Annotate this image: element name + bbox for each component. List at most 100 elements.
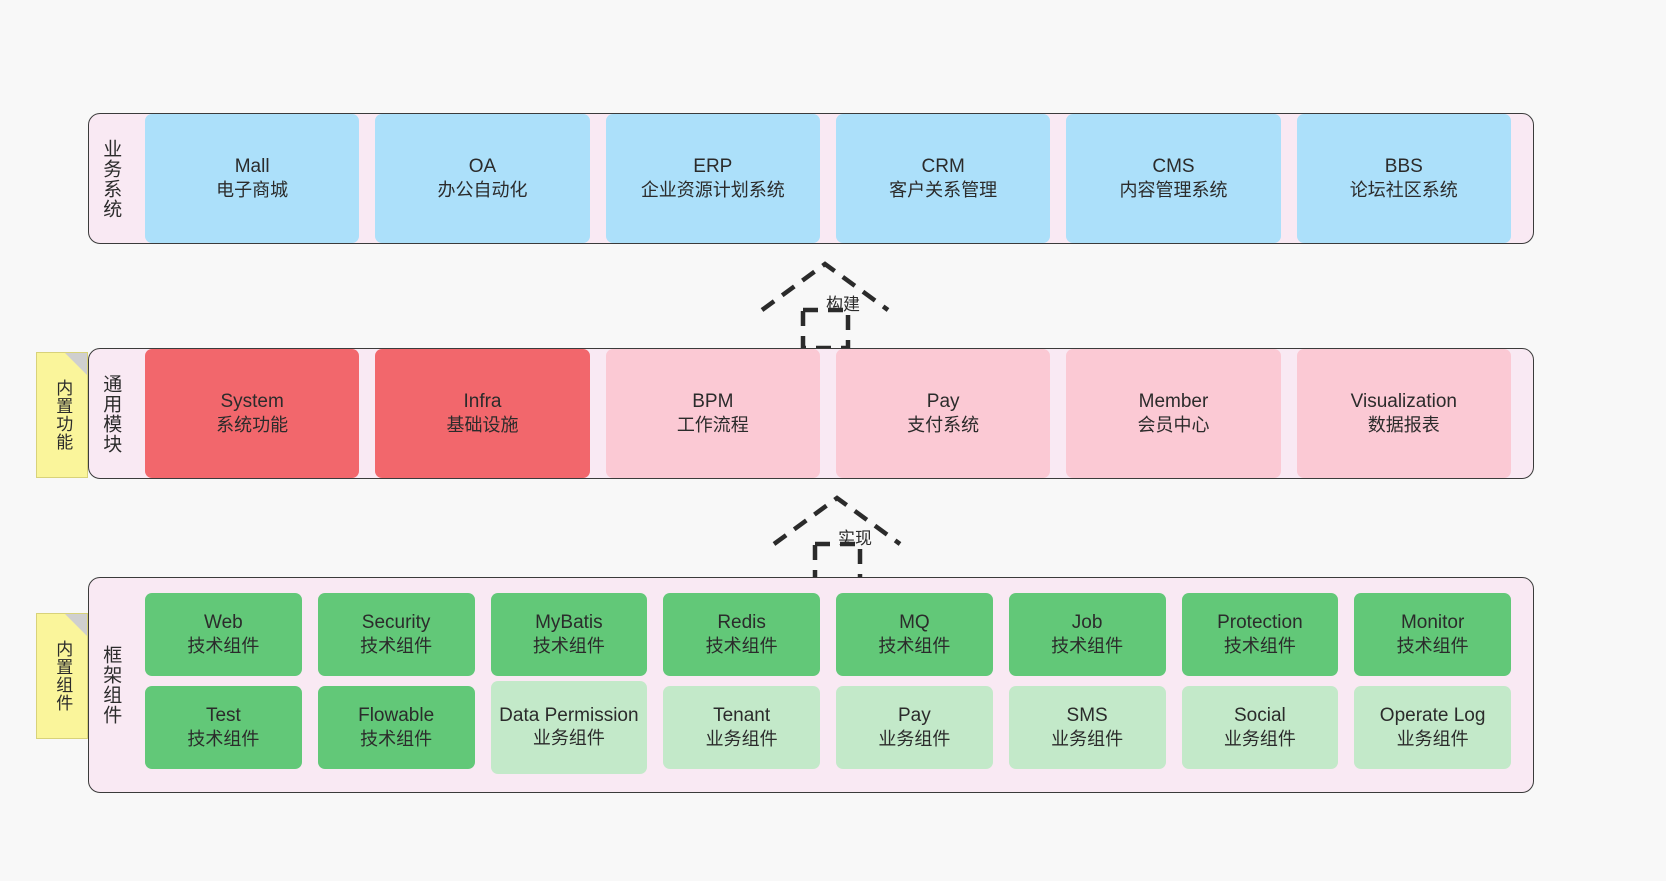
card-crm[interactable]: CRM 客户关系管理 [835, 114, 1051, 243]
card-title-cn: 技术组件 [878, 636, 951, 657]
card-title-en: Social [1234, 704, 1286, 726]
card-row: Test 技术组件 Flowable 技术组件 Data Permission … [137, 681, 1519, 774]
card-cell: Pay 支付系统 [828, 349, 1058, 478]
card-title-en: System [220, 390, 284, 412]
card-cell: Mall 电子商城 [137, 114, 367, 243]
card-title-en: Redis [717, 611, 766, 633]
card-title-en: Data Permission [499, 705, 639, 727]
card-cell: Security 技术组件 [310, 593, 483, 676]
card-cell: Pay 业务组件 [828, 686, 1001, 769]
card-cell: Tenant 业务组件 [655, 686, 828, 769]
card-title-en: Mall [234, 155, 270, 177]
card-title-en: MyBatis [535, 611, 603, 633]
card-title-cn: 客户关系管理 [889, 180, 998, 201]
layer-business-systems: 业务系统 Mall 电子商城 OA 办公自动化 ERP [88, 113, 1534, 244]
connector-label-implement: 实现 [838, 529, 872, 548]
card-title-cn: 办公自动化 [437, 180, 528, 201]
card-title-en: Tenant [713, 704, 771, 726]
card-row: System 系统功能 Infra 基础设施 BPM 工作流程 [137, 349, 1519, 478]
card-title-en: Operate Log [1379, 704, 1486, 726]
card-title-cn: 技术组件 [532, 636, 605, 657]
card-title-cn: 企业资源计划系统 [640, 180, 785, 201]
card-title-cn: 技术组件 [705, 636, 778, 657]
card-visualization[interactable]: Visualization 数据报表 [1296, 349, 1511, 478]
card-cell: Data Permission 业务组件 [483, 681, 656, 774]
card-sms[interactable]: SMS 业务组件 [1008, 686, 1166, 769]
card-infra[interactable]: Infra 基础设施 [375, 349, 590, 478]
card-title-en: Pay [898, 704, 931, 726]
card-cell: SMS 业务组件 [1001, 686, 1174, 769]
card-title-cn: 数据报表 [1367, 415, 1440, 436]
card-oa[interactable]: OA 办公自动化 [375, 114, 590, 243]
card-title-cn: 基础设施 [446, 415, 519, 436]
card-row: Web 技术组件 Security 技术组件 MyBatis 技术组件 [137, 593, 1519, 676]
card-cms[interactable]: CMS 内容管理系统 [1066, 114, 1281, 243]
card-pay-component[interactable]: Pay 业务组件 [836, 686, 993, 769]
card-security[interactable]: Security 技术组件 [317, 593, 475, 676]
card-operate-log[interactable]: Operate Log 业务组件 [1354, 686, 1511, 769]
card-member[interactable]: Member 会员中心 [1066, 349, 1281, 478]
note-builtin-features: 内置功能 [36, 352, 88, 478]
card-protection[interactable]: Protection 技术组件 [1181, 593, 1339, 676]
card-title-cn: 技术组件 [360, 729, 433, 750]
card-cell: Monitor 技术组件 [1346, 593, 1519, 676]
card-cell: Visualization 数据报表 [1289, 349, 1519, 478]
note-label: 内置组件 [53, 640, 73, 712]
card-title-en: Visualization [1350, 390, 1457, 412]
card-mybatis[interactable]: MyBatis 技术组件 [490, 593, 648, 676]
layer-title-common-modules: 通用模块 [100, 373, 122, 454]
card-title-cn: 系统功能 [216, 415, 289, 436]
card-flowable[interactable]: Flowable 技术组件 [317, 686, 475, 769]
card-web[interactable]: Web 技术组件 [145, 593, 302, 676]
layer-framework-components: 框架组件 Web 技术组件 Security 技术组件 [88, 577, 1534, 793]
card-monitor[interactable]: Monitor 技术组件 [1354, 593, 1511, 676]
card-cell: BPM 工作流程 [598, 349, 828, 478]
card-cell: Web 技术组件 [137, 593, 310, 676]
card-redis[interactable]: Redis 技术组件 [663, 593, 820, 676]
card-cell: System 系统功能 [137, 349, 367, 478]
layer-title-framework-components: 框架组件 [100, 645, 122, 725]
card-cell: ERP 企业资源计划系统 [598, 114, 828, 243]
card-title-cn: 电子商城 [216, 180, 289, 201]
card-title-cn: 业务组件 [705, 729, 778, 750]
card-data-permission[interactable]: Data Permission 业务组件 [490, 681, 648, 774]
card-erp[interactable]: ERP 企业资源计划系统 [605, 114, 820, 243]
card-title-en: Job [1071, 611, 1103, 633]
card-title-en: ERP [693, 155, 733, 177]
card-job[interactable]: Job 技术组件 [1008, 593, 1166, 676]
card-title-cn: 业务组件 [1051, 729, 1124, 750]
card-bbs[interactable]: BBS 论坛社区系统 [1296, 114, 1511, 243]
card-pay-module[interactable]: Pay 支付系统 [835, 349, 1051, 478]
card-tenant[interactable]: Tenant 业务组件 [663, 686, 820, 769]
layer-body-framework-components: Web 技术组件 Security 技术组件 MyBatis 技术组件 [131, 578, 1533, 792]
card-bpm[interactable]: BPM 工作流程 [605, 349, 820, 478]
card-title-en: BBS [1384, 155, 1423, 177]
card-title-cn: 业务组件 [1396, 729, 1469, 750]
card-cell: OA 办公自动化 [367, 114, 597, 243]
card-cell: MyBatis 技术组件 [483, 593, 656, 676]
card-title-en: Web [204, 611, 243, 633]
card-title-cn: 技术组件 [1396, 636, 1469, 657]
card-title-en: Infra [463, 390, 502, 412]
card-title-en: Test [205, 704, 241, 726]
card-mq[interactable]: MQ 技术组件 [836, 593, 993, 676]
card-title-cn: 支付系统 [907, 415, 980, 436]
card-cell: Infra 基础设施 [367, 349, 597, 478]
card-cell: CMS 内容管理系统 [1058, 114, 1288, 243]
layer-body-business-systems: Mall 电子商城 OA 办公自动化 ERP 企业资源计划系统 [131, 114, 1533, 243]
card-title-en: MQ [899, 611, 930, 633]
card-mall[interactable]: Mall 电子商城 [145, 114, 360, 243]
card-system[interactable]: System 系统功能 [145, 349, 360, 478]
card-title-en: Member [1138, 390, 1209, 412]
card-test[interactable]: Test 技术组件 [145, 686, 302, 769]
card-title-cn: 业务组件 [532, 727, 605, 748]
card-social[interactable]: Social 业务组件 [1181, 686, 1339, 769]
card-title-en: Pay [926, 390, 960, 412]
card-title-cn: 技术组件 [1223, 636, 1296, 657]
card-title-cn: 技术组件 [360, 636, 433, 657]
card-title-en: Flowable [358, 704, 435, 726]
card-title-en: BPM [692, 390, 734, 412]
card-cell: Job 技术组件 [1001, 593, 1174, 676]
card-title-cn: 会员中心 [1137, 415, 1210, 436]
